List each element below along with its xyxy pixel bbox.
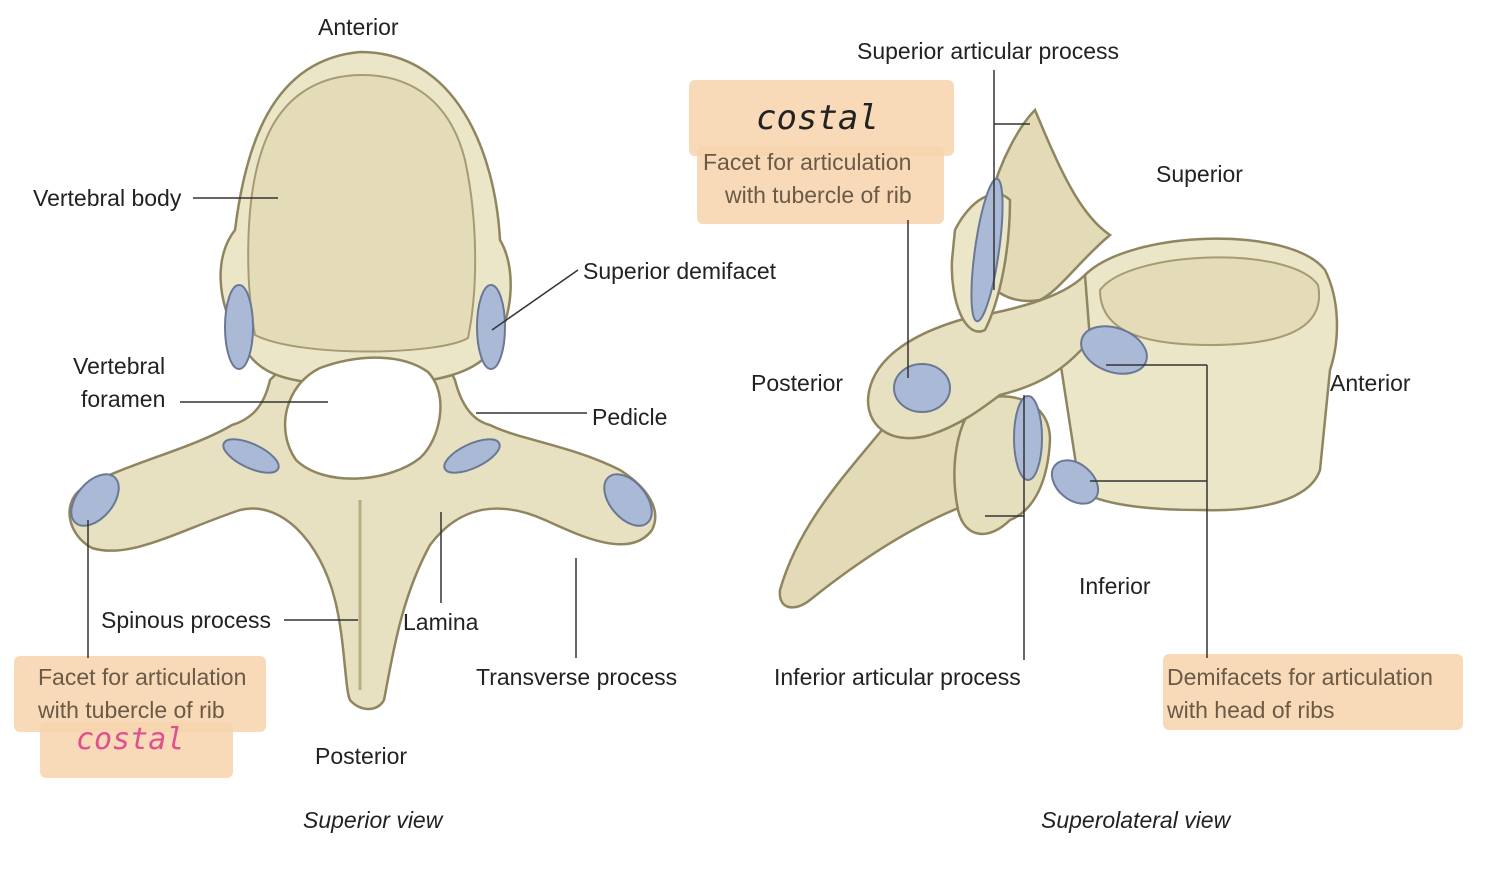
handwritten-costal-left: costal [76, 722, 185, 757]
label-vertebral-body: Vertebral body [33, 185, 182, 211]
highlight-left-costal [40, 722, 233, 778]
caption-superior-view: Superior view [303, 807, 443, 833]
label-facet-tubercle-right-1: Facet for articulation [703, 149, 912, 175]
caption-superolateral-view: Superolateral view [1041, 807, 1231, 833]
superior-articular-facet [970, 177, 1004, 323]
label-facet-tubercle-1: Facet for articulation [38, 664, 247, 690]
label-demifacets-2: with head of ribs [1167, 697, 1335, 723]
highlight-right-facet [697, 146, 944, 224]
transverse-costal-facet-lateral [893, 363, 951, 413]
label-superior-demifacet: Superior demifacet [583, 258, 777, 284]
label-facet-tubercle-right-2: with tubercle of rib [725, 182, 912, 208]
posterior-arch [68, 348, 657, 711]
right-pedicle-facet [443, 438, 501, 474]
vertebral-foramen [283, 356, 442, 480]
label-demifacets-1: Demifacets for articulation [1167, 664, 1433, 690]
left-superior-demifacet [224, 284, 254, 370]
handwritten-costal-right: costal [756, 98, 879, 138]
label-lamina: Lamina [403, 609, 479, 635]
inferior-demifacet-lateral [1050, 459, 1100, 505]
body-cancellous-surface [247, 73, 477, 353]
label-vertebral-foramen-1: Vertebral [73, 353, 166, 379]
label-posterior-lateral: Posterior [751, 370, 844, 396]
label-anterior-lateral: Anterior [1330, 370, 1411, 396]
right-superior-demifacet [476, 284, 506, 370]
highlight-right-costal [689, 80, 954, 156]
left-transverse-costal-facet [70, 473, 120, 527]
highlight-left-facet [14, 656, 266, 732]
leader-superior-demifacet [491, 269, 579, 331]
right-transverse-costal-facet [603, 473, 653, 527]
label-inferior: Inferior [1079, 573, 1151, 599]
inferior-articular-facet [1013, 395, 1043, 481]
label-vertebral-foramen-2: foramen [81, 386, 166, 412]
superior-view-leaders [87, 197, 587, 658]
label-spinous-process: Spinous process [101, 607, 272, 633]
label-posterior-superior: Posterior [315, 743, 408, 769]
label-pedicle: Pedicle [592, 404, 668, 430]
body-top-surface [1098, 256, 1321, 347]
superior-demifacet-lateral [1080, 325, 1148, 375]
highlight-demifacets [1163, 654, 1463, 730]
label-superior: Superior [1156, 161, 1243, 187]
label-superior-articular-process: Superior articular process [857, 38, 1120, 64]
left-pedicle-facet [222, 438, 280, 474]
label-anterior-superior: Anterior [318, 14, 399, 40]
label-inferior-articular-process: Inferior articular process [774, 664, 1021, 690]
label-transverse-process: Transverse process [476, 664, 678, 690]
superolateral-view-vertebra [778, 107, 1339, 609]
superolateral-view-leaders [907, 70, 1208, 660]
superior-view-vertebra [68, 50, 657, 711]
label-facet-tubercle-2: with tubercle of rib [38, 697, 225, 723]
